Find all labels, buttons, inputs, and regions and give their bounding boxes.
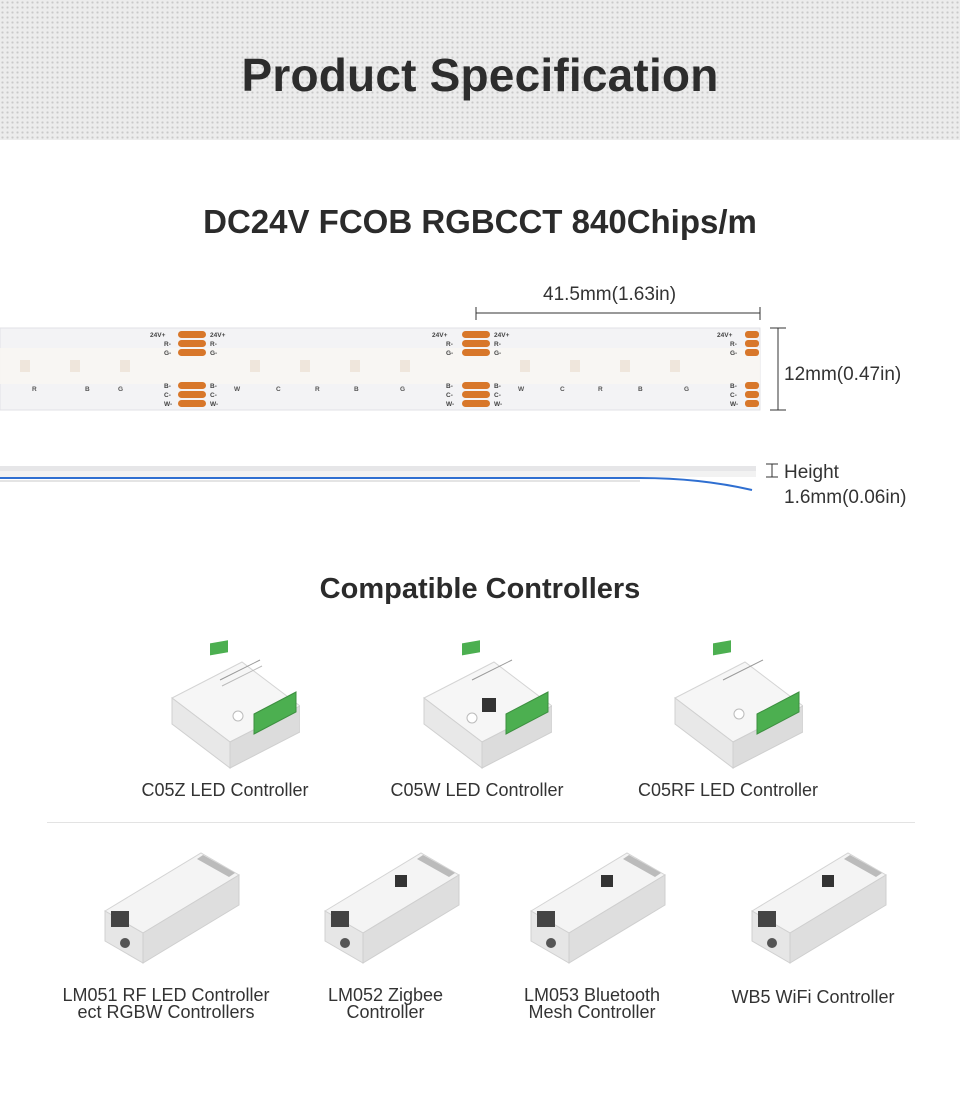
controller-lm052: LM052 Zigbee Controller [298, 845, 473, 1021]
controller-name-line1: LM052 Zigbee [327, 985, 444, 1005]
strip-mark: R [32, 386, 37, 393]
controller-c05w: C05W LED Controller [377, 640, 577, 799]
pad-label: B- [210, 383, 217, 390]
controller-lm051: LM051 RF LED Controller ect RGBW Control… [50, 845, 282, 1021]
section-divider [47, 822, 915, 823]
controller-name-line1: LM053 Bluetooth [523, 985, 661, 1005]
pad-label: C- [494, 392, 501, 399]
pad-label: 24V+ [717, 332, 733, 339]
strip-side-profile [0, 466, 756, 491]
strip-mark: R [315, 386, 320, 393]
controller-name: C05RF LED Controller [637, 780, 819, 800]
controller-name: C05Z LED Controller [141, 780, 309, 800]
solder-pads-1 [178, 331, 206, 407]
led-strip-diagram: 24V+ 24V+ R- R- G- G- B- B- C- C- W- W- … [0, 307, 786, 491]
strip-mark: B [354, 386, 359, 393]
pad-label: C- [730, 392, 737, 399]
header-banner: Product Specification [0, 0, 960, 140]
strip-mark: W [518, 386, 525, 393]
controller-name-line1: LM051 RF LED Controller [62, 985, 270, 1005]
c05-controller-image [674, 640, 803, 770]
controller-c05rf: C05RF LED Controller [628, 640, 828, 799]
controller-lm053: LM053 Bluetooth Mesh Controller [507, 845, 677, 1021]
pad-label: C- [446, 392, 453, 399]
pad-label: R- [494, 341, 501, 348]
controller-name-line1: WB5 WiFi Controller [731, 987, 895, 1007]
height-value-label: 1.6mm(0.06in) [784, 487, 907, 508]
solder-pads-3 [745, 331, 759, 407]
controller-wb5: WB5 WiFi Controller [718, 845, 908, 1006]
pad-label: R- [210, 341, 217, 348]
strip-mark: G [684, 386, 689, 393]
solder-pads-2 [462, 331, 490, 407]
lm-controller-image [530, 852, 666, 964]
strip-mark: C [560, 386, 565, 393]
pad-label: R- [164, 341, 171, 348]
pad-label: B- [164, 383, 171, 390]
pad-label: 24V+ [150, 332, 166, 339]
controller-name-line2: ect RGBW Controllers [77, 1002, 255, 1022]
pad-label: G- [210, 350, 217, 357]
segment-length-label: 41.5mm(1.63in) [543, 284, 677, 305]
c05-controller-image [171, 640, 300, 770]
lm-controller-image [323, 852, 460, 964]
strip-mark: B [638, 386, 643, 393]
pad-label: 24V+ [494, 332, 510, 339]
compatible-controllers-title: Compatible Controllers [319, 573, 641, 605]
pad-label: W- [730, 401, 738, 408]
pad-label: W- [494, 401, 502, 408]
pad-label: W- [446, 401, 454, 408]
pad-label: B- [730, 383, 737, 390]
strip-mark: W [234, 386, 241, 393]
strip-mark: G [118, 386, 123, 393]
strip-mark: R [598, 386, 603, 393]
pad-label: B- [494, 383, 501, 390]
strip-mark: B [85, 386, 90, 393]
lm-controller-image [104, 852, 240, 964]
pad-label: G- [494, 350, 501, 357]
pad-label: 24V+ [432, 332, 448, 339]
controller-name: C05W LED Controller [390, 780, 564, 800]
pad-label: 24V+ [210, 332, 226, 339]
controller-name-line2: Controller [346, 1002, 425, 1022]
page-title: Product Specification [241, 49, 719, 101]
controller-name-line2: Mesh Controller [528, 1002, 656, 1022]
pad-label: G- [446, 350, 453, 357]
strip-mark: C [276, 386, 281, 393]
controller-c05z: C05Z LED Controller [125, 640, 325, 799]
strip-mark: G [400, 386, 405, 393]
pad-label: R- [446, 341, 453, 348]
strip-width-label: 12mm(0.47in) [784, 364, 902, 385]
pad-label: C- [164, 392, 171, 399]
spec-title: DC24V FCOB RGBCCT 840Chips/m [203, 203, 757, 240]
pad-label: C- [210, 392, 217, 399]
pad-label: W- [210, 401, 218, 408]
height-label: Height [784, 462, 839, 483]
pad-label: B- [446, 383, 453, 390]
height-dimension-marker [766, 463, 778, 478]
lm-controller-image [751, 852, 887, 964]
pad-label: R- [730, 341, 737, 348]
c05-controller-image [423, 640, 552, 770]
pad-label: G- [730, 350, 737, 357]
pad-label: G- [164, 350, 171, 357]
pad-label: W- [164, 401, 172, 408]
